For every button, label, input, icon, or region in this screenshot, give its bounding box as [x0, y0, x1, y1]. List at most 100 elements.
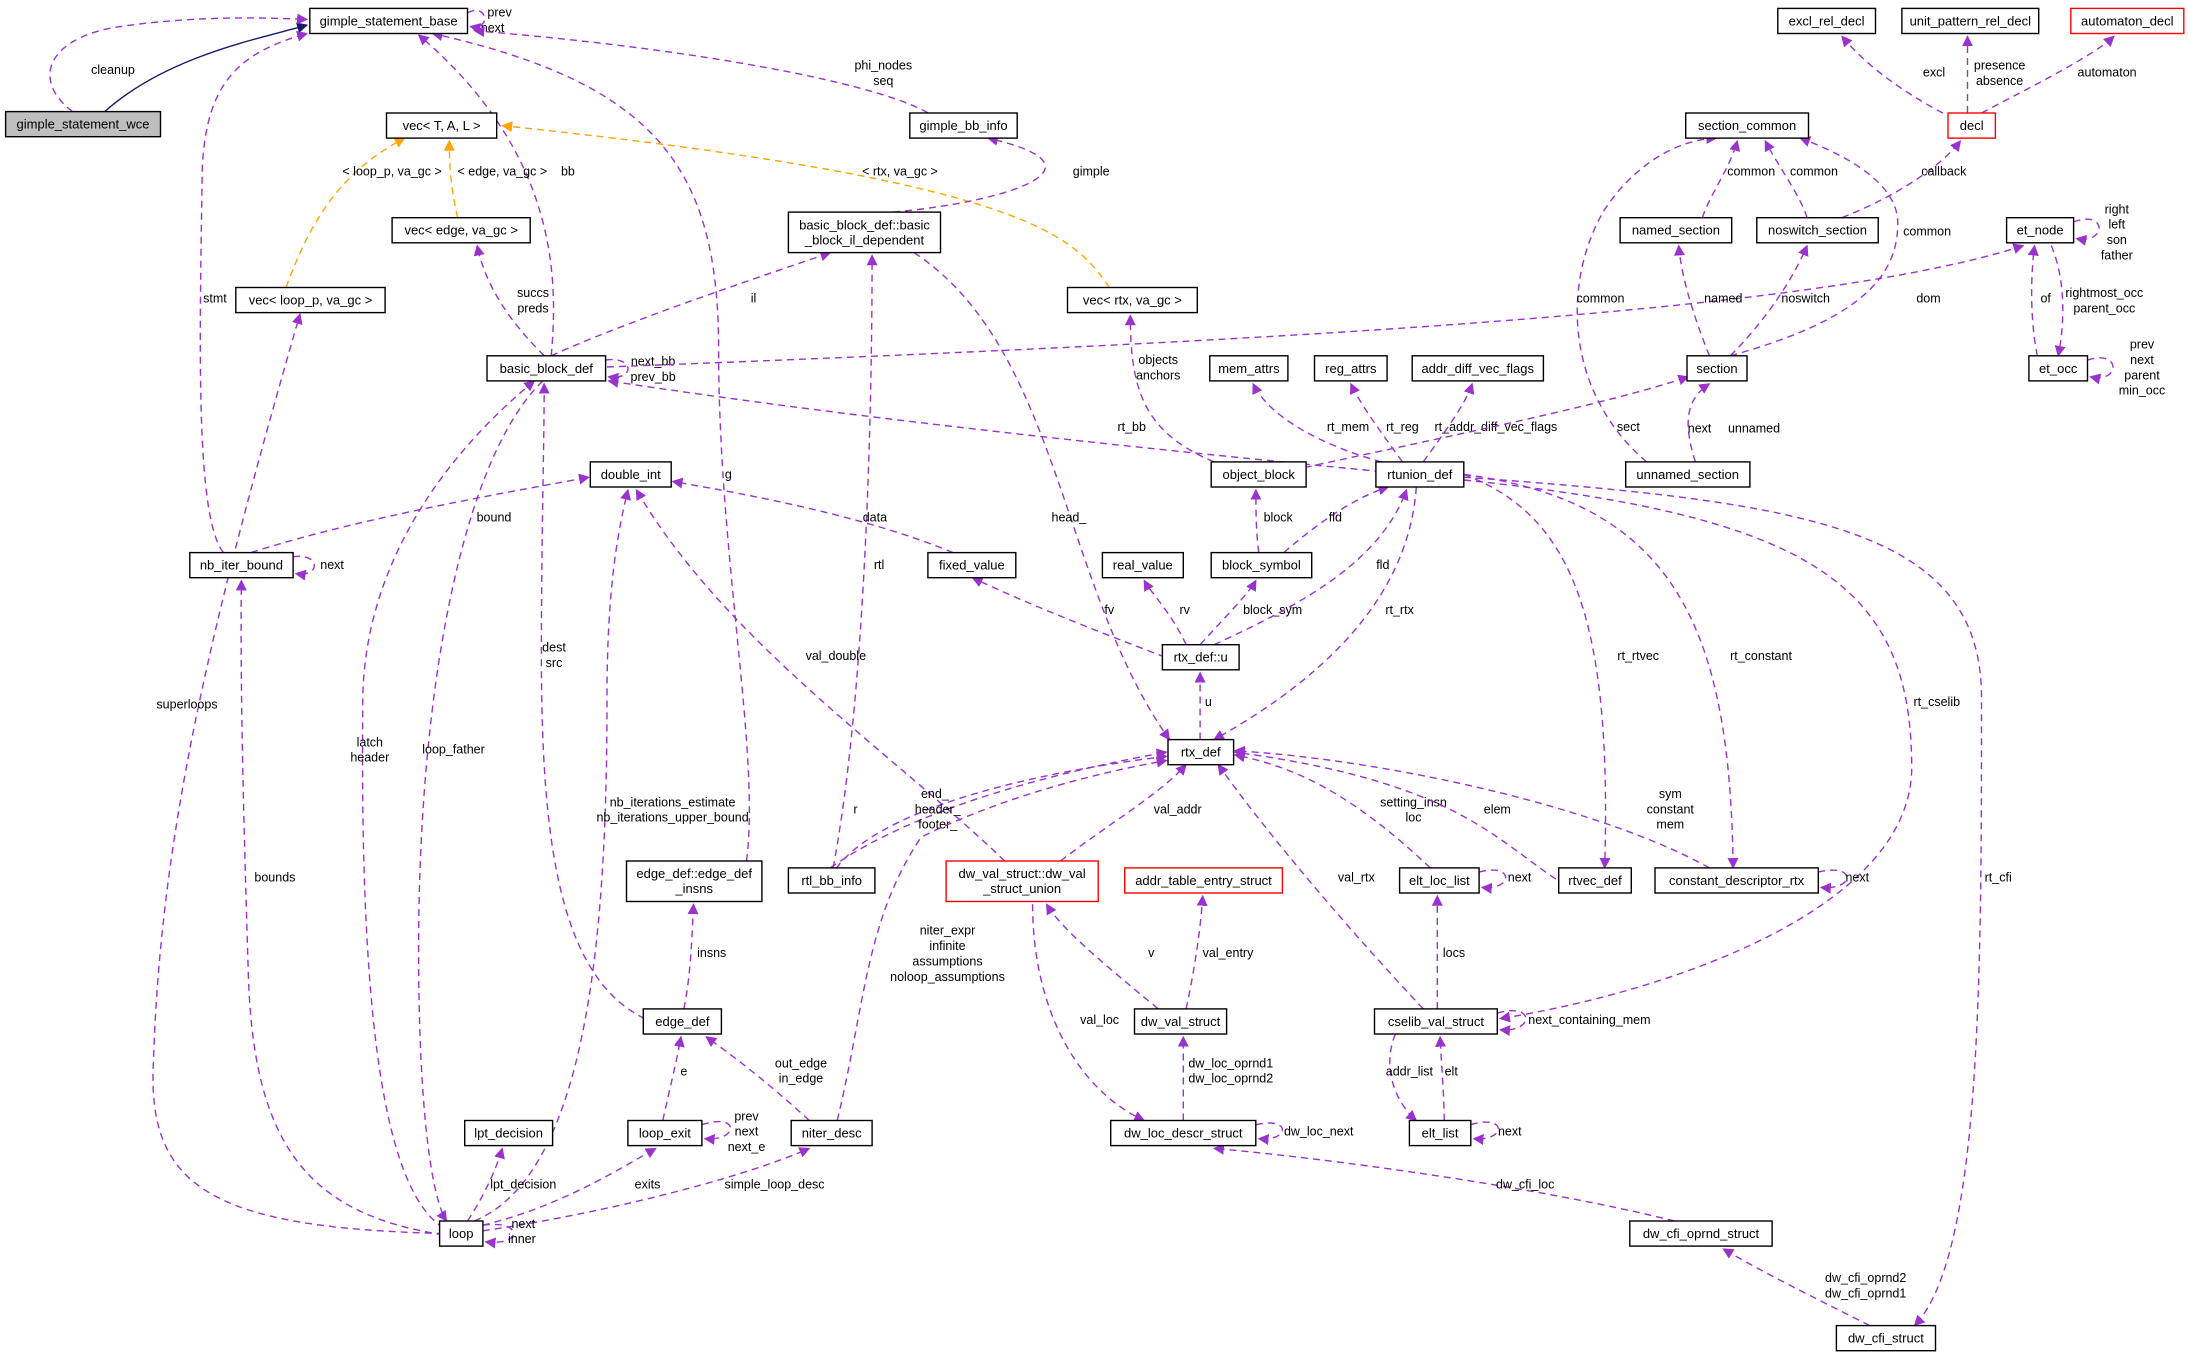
node-label: dw_cfi_oprnd_struct	[1643, 1226, 1760, 1241]
node-nb-iter-bound[interactable]: nb_iter_bound	[189, 551, 294, 579]
edge-noswitch: noswitch	[1729, 244, 1830, 357]
node-label: vec< rtx, va_gc >	[1083, 293, 1182, 308]
node-unit-pattern-rel-decl[interactable]: unit_pattern_rel_decl	[1901, 7, 2040, 35]
node-box	[1835, 1324, 1937, 1352]
node-niter-desc[interactable]: niter_desc	[790, 1119, 873, 1147]
node-vec-edge-va-gc[interactable]: vec< edge, va_gc >	[391, 216, 531, 244]
node-label: edge_def	[655, 1014, 710, 1029]
node-edge-def[interactable]: edge_def	[642, 1008, 723, 1035]
node-label: object_block	[1223, 467, 1296, 482]
node-noswitch-section[interactable]: noswitch_section	[1756, 216, 1879, 244]
node-constant-descriptor-rtx[interactable]: constant_descriptor_rtx	[1654, 867, 1820, 894]
edge-line	[1576, 132, 1718, 463]
node-unnamed-section[interactable]: unnamed_section	[1624, 461, 1751, 488]
edge-line	[1217, 763, 1424, 1010]
node-label: dw_val_struct::dw_val	[959, 866, 1086, 881]
node-double-int[interactable]: double_int	[589, 461, 672, 488]
node-object-block[interactable]: object_block	[1210, 461, 1307, 488]
node-et-node[interactable]: et_node	[2005, 216, 2075, 244]
edge-label: loc	[1406, 811, 1422, 825]
node-box	[1654, 867, 1820, 894]
node-dw-cfi-struct[interactable]: dw_cfi_struct	[1835, 1324, 1937, 1352]
edge-label: prev_bb	[631, 370, 676, 384]
node-named-section[interactable]: named_section	[1619, 216, 1733, 244]
node-section-common[interactable]: section_common	[1684, 112, 1810, 139]
node-vec-rtx-va-gc[interactable]: vec< rtx, va_gc >	[1066, 286, 1199, 314]
node-addr-table-entry-struct[interactable]: addr_table_entry_struct	[1123, 867, 1284, 894]
node-cselib-val-struct[interactable]: cselib_val_struct	[1373, 1008, 1499, 1035]
node-box	[790, 1119, 873, 1147]
edge-line	[1389, 1033, 1418, 1122]
node-dw-cfi-oprnd-struct[interactable]: dw_cfi_oprnd_struct	[1629, 1220, 1773, 1247]
edge-addr-list: addr_list	[1386, 1033, 1434, 1122]
node-label: addr_diff_vec_flags	[1421, 361, 1534, 376]
edge-label: rt_cselib	[1914, 695, 1961, 709]
node-gimple-statement-base[interactable]: gimple_statement_base	[309, 7, 469, 35]
node-gimple-bb-info[interactable]: gimple_bb_info	[909, 112, 1018, 139]
node-rtl-bb-info[interactable]: rtl_bb_info	[787, 867, 876, 894]
node-box	[438, 1220, 484, 1247]
node-mem-attrs[interactable]: mem_attrs	[1209, 355, 1289, 382]
node-box	[1123, 867, 1284, 894]
node-loop[interactable]: loop	[438, 1220, 484, 1247]
node-edge-def-insns[interactable]: edge_def::edge_def_insns	[625, 860, 763, 903]
node-automaton-decl[interactable]: automaton_decl	[2070, 7, 2185, 35]
edge-rt-addr: rt_addr_diff_vec_flags	[1422, 382, 1557, 463]
edge-stmt: stmt	[199, 30, 309, 554]
edge-line	[104, 22, 309, 113]
node-addr-diff-vec-flags[interactable]: addr_diff_vec_flags	[1411, 355, 1545, 382]
edge-label: bounds	[254, 871, 295, 885]
node-box	[1313, 355, 1388, 382]
edge-label: son	[2107, 233, 2127, 247]
edge-label: noloop_assumptions	[890, 970, 1005, 984]
node-box	[787, 867, 876, 894]
node-vec-T-A-L[interactable]: vec< T, A, L >	[385, 112, 498, 139]
node-fixed-value[interactable]: fixed_value	[927, 551, 1017, 579]
node-elt-list[interactable]: elt_list	[1408, 1119, 1472, 1147]
edge-label: left	[2108, 218, 2125, 232]
node-elt-loc-list[interactable]: elt_loc_list	[1398, 867, 1480, 894]
node-vec-loop-p-va-gc[interactable]: vec< loop_p, va_gc >	[235, 286, 386, 314]
edge-label: data	[863, 511, 887, 525]
node-excl-rel-decl[interactable]: excl_rel_decl	[1777, 7, 1877, 35]
node-gimple-statement-wce[interactable]: gimple_statement_wce	[4, 110, 162, 138]
edge-label: noswitch	[1781, 292, 1830, 306]
edge-label: callback	[1921, 165, 1967, 179]
edge-line	[417, 34, 555, 356]
node-label: cselib_val_struct	[1388, 1014, 1484, 1029]
node-lpt-decision[interactable]: lpt_decision	[464, 1119, 554, 1147]
node-section[interactable]: section	[1686, 355, 1748, 382]
node-reg-attrs[interactable]: reg_attrs	[1313, 355, 1388, 382]
edge-line	[1060, 763, 1187, 862]
node-basic-block-il-dependent[interactable]: basic_block_def::basic_block_il_dependen…	[787, 211, 942, 254]
edge-label: il	[751, 292, 757, 306]
edge-rt-rtx: rt_rtx	[1213, 486, 1417, 741]
node-rtx-def-u[interactable]: rtx_def::u	[1161, 644, 1240, 671]
node-dw-loc-descr-struct[interactable]: dw_loc_descr_struct	[1109, 1119, 1257, 1147]
edge-tmpl-rtx: < rtx, va_gc >	[501, 121, 1110, 288]
edge-rt-constant: rt_constant	[1463, 473, 1792, 869]
node-block-symbol[interactable]: block_symbol	[1210, 551, 1313, 579]
edge-label: nb_iterations_upper_bound	[596, 811, 748, 825]
node-box	[625, 860, 763, 903]
edge-label: succs	[517, 286, 549, 300]
node-dw-val-struct[interactable]: dw_val_struct	[1133, 1008, 1228, 1035]
node-dw-val-struct-union[interactable]: dw_val_struct::dw_val_struct_union	[945, 860, 1099, 903]
edge-label: src	[546, 656, 563, 670]
edge-label: constant	[1647, 802, 1695, 816]
node-decl[interactable]: decl	[1947, 112, 1997, 139]
node-basic-block-def[interactable]: basic_block_def	[486, 355, 607, 382]
node-loop-exit[interactable]: loop_exit	[627, 1119, 703, 1147]
edge-label: superloops	[156, 698, 217, 712]
node-rtx-def[interactable]: rtx_def	[1167, 738, 1235, 766]
node-et-occ[interactable]: et_occ	[2028, 355, 2089, 382]
node-real-value[interactable]: real_value	[1101, 551, 1185, 579]
edge-exits: exits	[482, 1147, 660, 1226]
node-box	[1624, 461, 1751, 488]
node-box	[945, 860, 1099, 903]
edge-label: parent_occ	[2073, 301, 2135, 315]
node-rtvec-def[interactable]: rtvec_def	[1557, 867, 1632, 894]
node-rtunion-def[interactable]: rtunion_def	[1375, 461, 1465, 488]
edge-label: common	[1577, 292, 1625, 306]
